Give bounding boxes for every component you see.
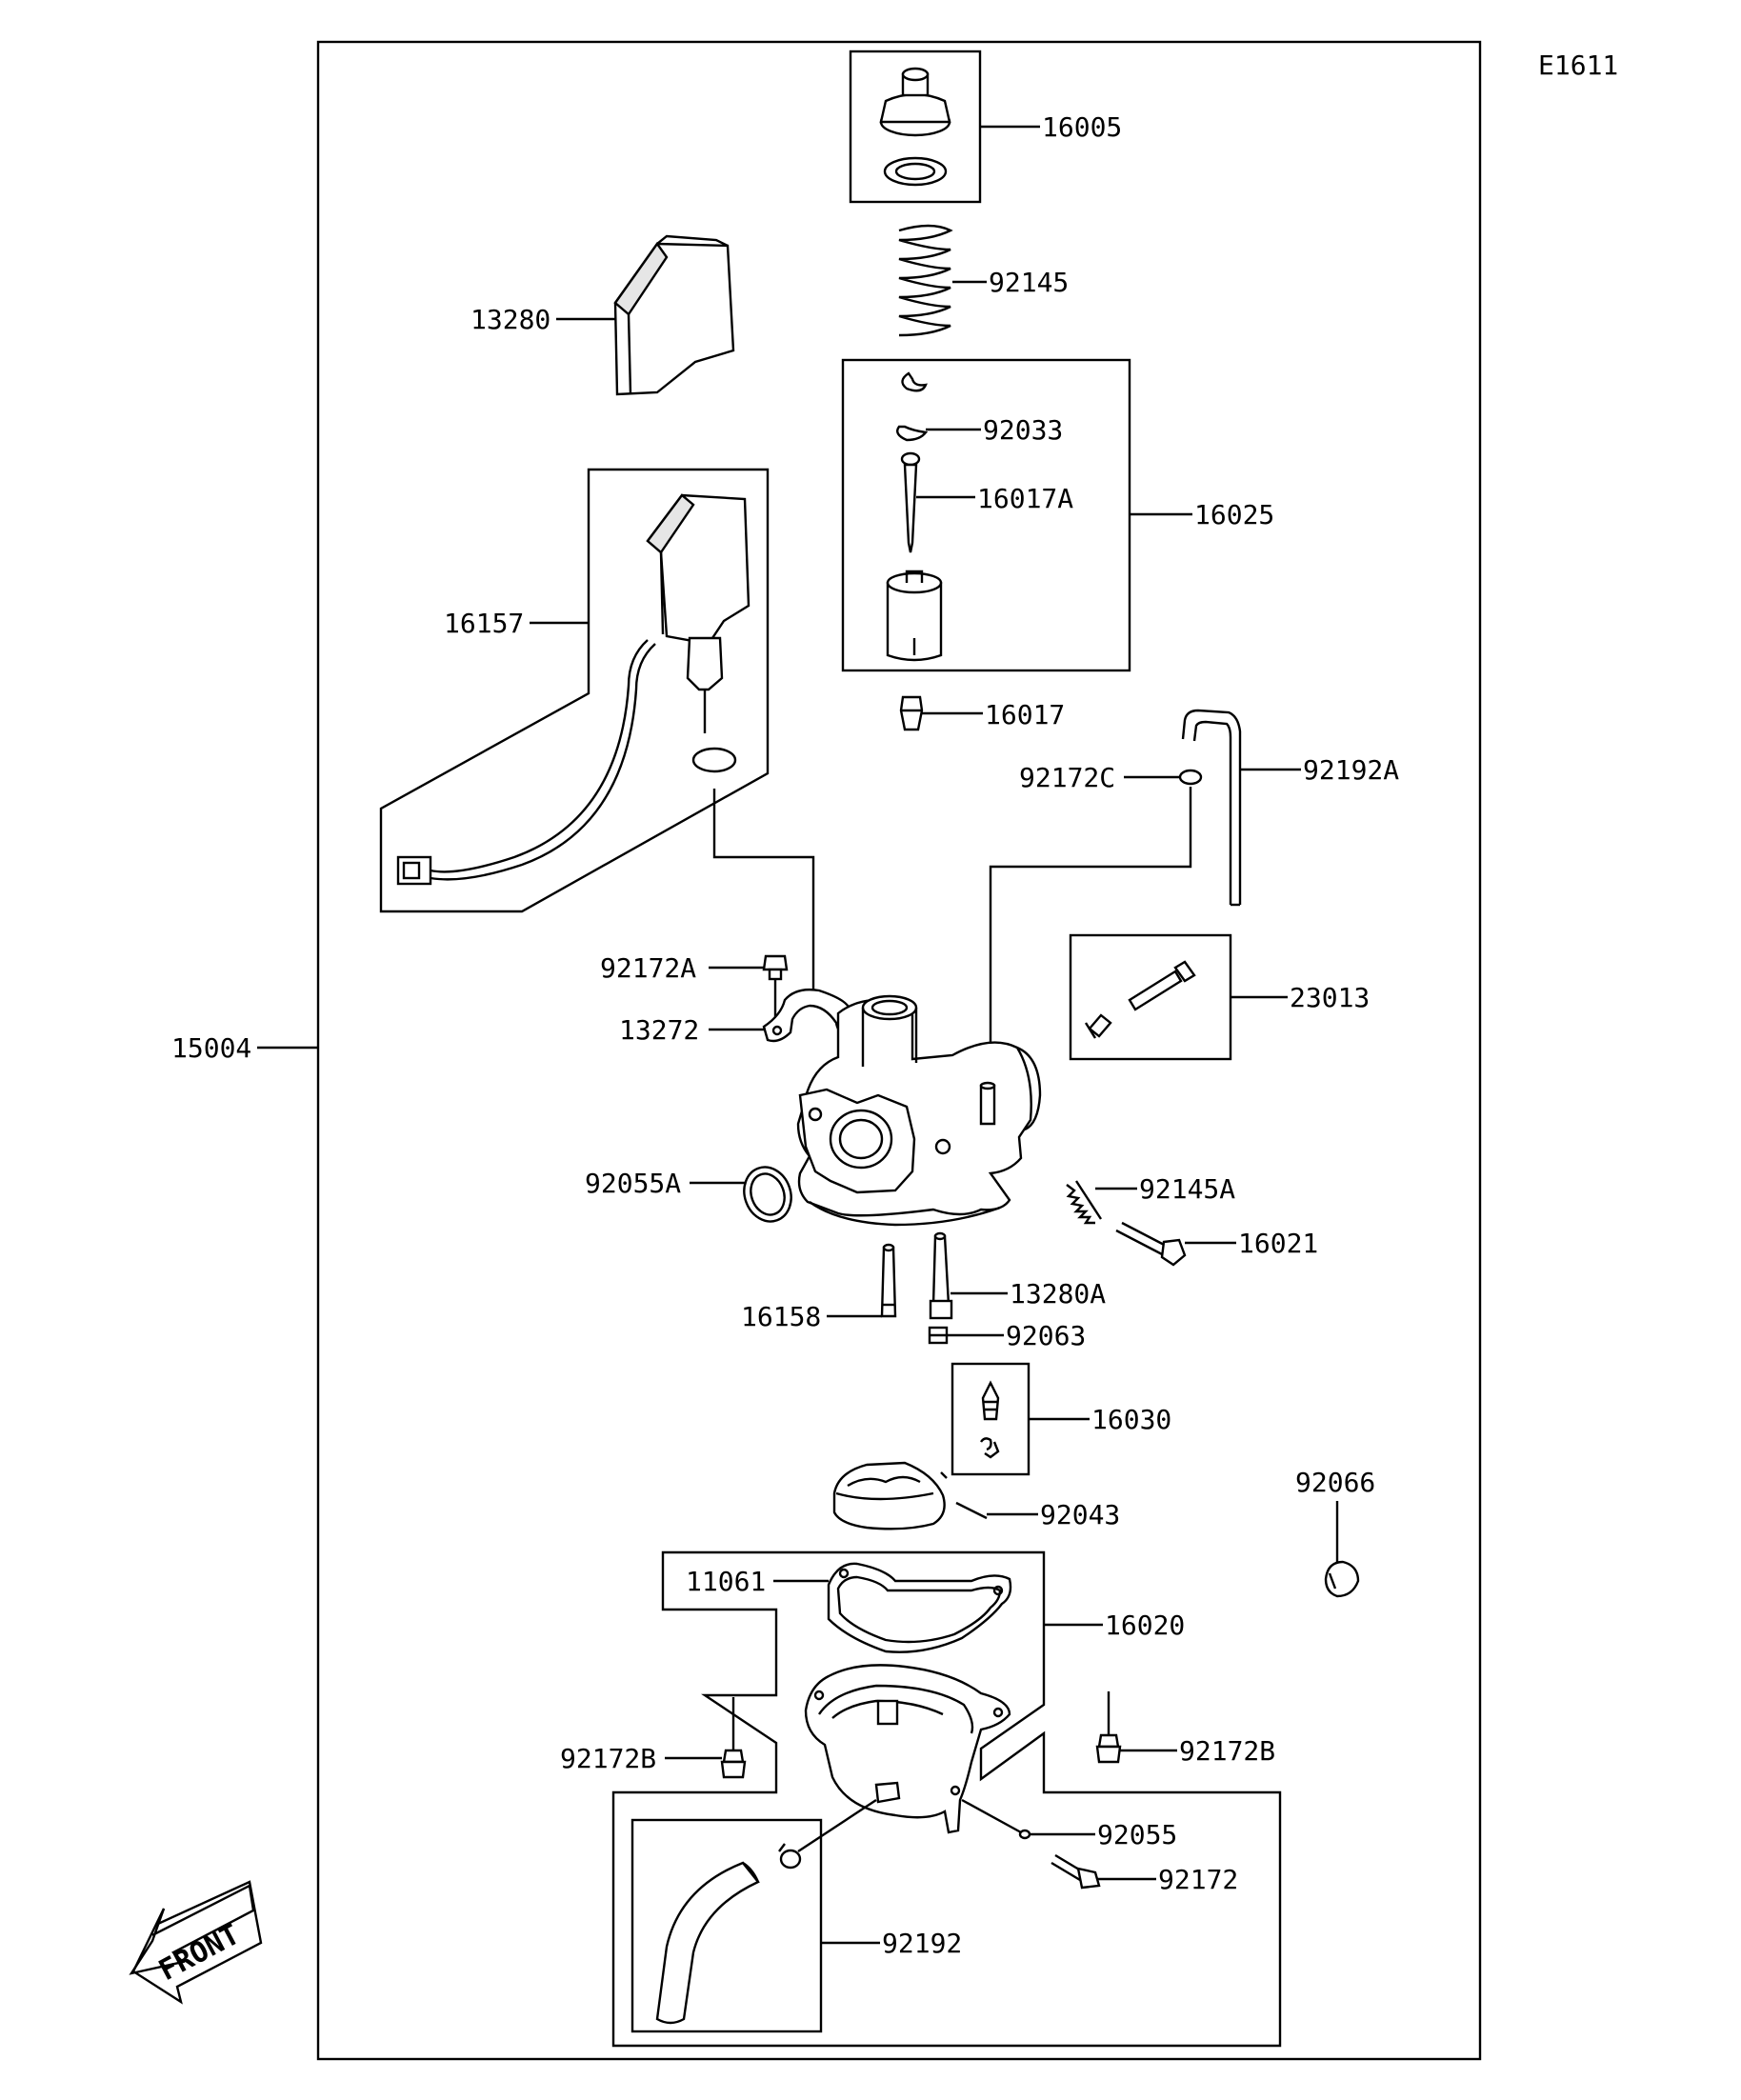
label-23013: 23013 xyxy=(1290,982,1370,1013)
cap-icon xyxy=(879,67,951,187)
assembly-frame xyxy=(316,40,1482,2061)
box-92192 xyxy=(630,1818,823,2033)
label-92055A: 92055A xyxy=(585,1168,681,1199)
label-13272: 13272 xyxy=(619,1014,699,1046)
float-icon xyxy=(832,1461,948,1530)
label-16017A: 16017A xyxy=(977,483,1073,514)
pilot-screw-icon xyxy=(1084,960,1196,1039)
box-16025 xyxy=(841,358,1131,672)
clip-icon xyxy=(896,371,929,442)
spring-icon xyxy=(898,224,953,337)
label-92172C: 92172C xyxy=(1019,762,1115,793)
label-16017: 16017 xyxy=(985,699,1065,730)
needle-jet-icon xyxy=(929,1231,953,1320)
label-16020: 16020 xyxy=(1105,1610,1185,1641)
vent-hose-icon xyxy=(1181,709,1242,907)
float-bowl-icon xyxy=(804,1664,1011,1834)
jet-needle-icon xyxy=(900,451,921,553)
link-hose xyxy=(797,1798,877,1853)
throttle-valve-icon xyxy=(886,570,943,662)
label-92063: 92063 xyxy=(1006,1320,1086,1351)
label-92172B-left: 92172B xyxy=(560,1743,656,1774)
label-92066: 92066 xyxy=(1295,1467,1375,1498)
label-16005: 16005 xyxy=(1042,111,1122,143)
small-spring-icon xyxy=(1066,1180,1103,1225)
hose-clamp-icon xyxy=(778,1843,802,1870)
label-92172: 92172 xyxy=(1158,1864,1238,1895)
box-16157 xyxy=(379,468,770,913)
drain-screw-icon xyxy=(1051,1853,1101,1890)
main-jet-icon xyxy=(899,695,924,731)
box-16020 xyxy=(611,1550,1282,2048)
label-92145A: 92145A xyxy=(1139,1173,1235,1205)
label-92172B-right: 92172B xyxy=(1179,1735,1275,1767)
label-13280A: 13280A xyxy=(1010,1278,1106,1310)
label-92043: 92043 xyxy=(1040,1499,1120,1530)
o-ring-icon xyxy=(743,1166,792,1223)
label-16030: 16030 xyxy=(1091,1404,1171,1435)
label-16021: 16021 xyxy=(1238,1228,1318,1259)
carburetor-body-icon xyxy=(796,994,1042,1227)
hose-clip-icon xyxy=(1178,769,1203,786)
label-92172A: 92172A xyxy=(600,952,696,984)
gasket-icon xyxy=(827,1562,1012,1653)
label-15004: 15004 xyxy=(171,1032,251,1064)
front-arrow-icon xyxy=(129,1880,263,2005)
label-92192: 92192 xyxy=(882,1928,962,1959)
label-92192A: 92192A xyxy=(1303,754,1399,786)
float-pin-icon xyxy=(955,1501,988,1520)
label-92145: 92145 xyxy=(989,267,1069,298)
link-16157-body xyxy=(712,789,815,996)
label-16158: 16158 xyxy=(741,1301,821,1332)
label-92055: 92055 xyxy=(1097,1819,1177,1850)
label-92033: 92033 xyxy=(983,414,1063,446)
auto-choke-icon xyxy=(396,493,750,886)
small-o-ring-icon xyxy=(1018,1829,1031,1840)
link-drain xyxy=(961,1798,1022,1834)
label-16157: 16157 xyxy=(444,608,524,639)
drain-hose-icon xyxy=(655,1861,760,2025)
cover-icon xyxy=(613,234,735,396)
label-11061: 11061 xyxy=(686,1566,766,1597)
idle-screw-icon xyxy=(1115,1221,1187,1267)
bowl-screw-right-icon xyxy=(1095,1691,1122,1764)
rubber-cap-icon xyxy=(1324,1560,1360,1598)
bowl-screw-left-icon xyxy=(720,1697,747,1779)
float-valve-icon xyxy=(980,1380,1000,1459)
link-92172C-body xyxy=(989,787,1192,1048)
diagram-code: E1611 xyxy=(1538,50,1618,81)
label-13280: 13280 xyxy=(470,304,550,335)
plug-icon xyxy=(928,1326,949,1345)
pilot-jet-icon xyxy=(880,1243,897,1318)
label-16025: 16025 xyxy=(1194,499,1274,530)
